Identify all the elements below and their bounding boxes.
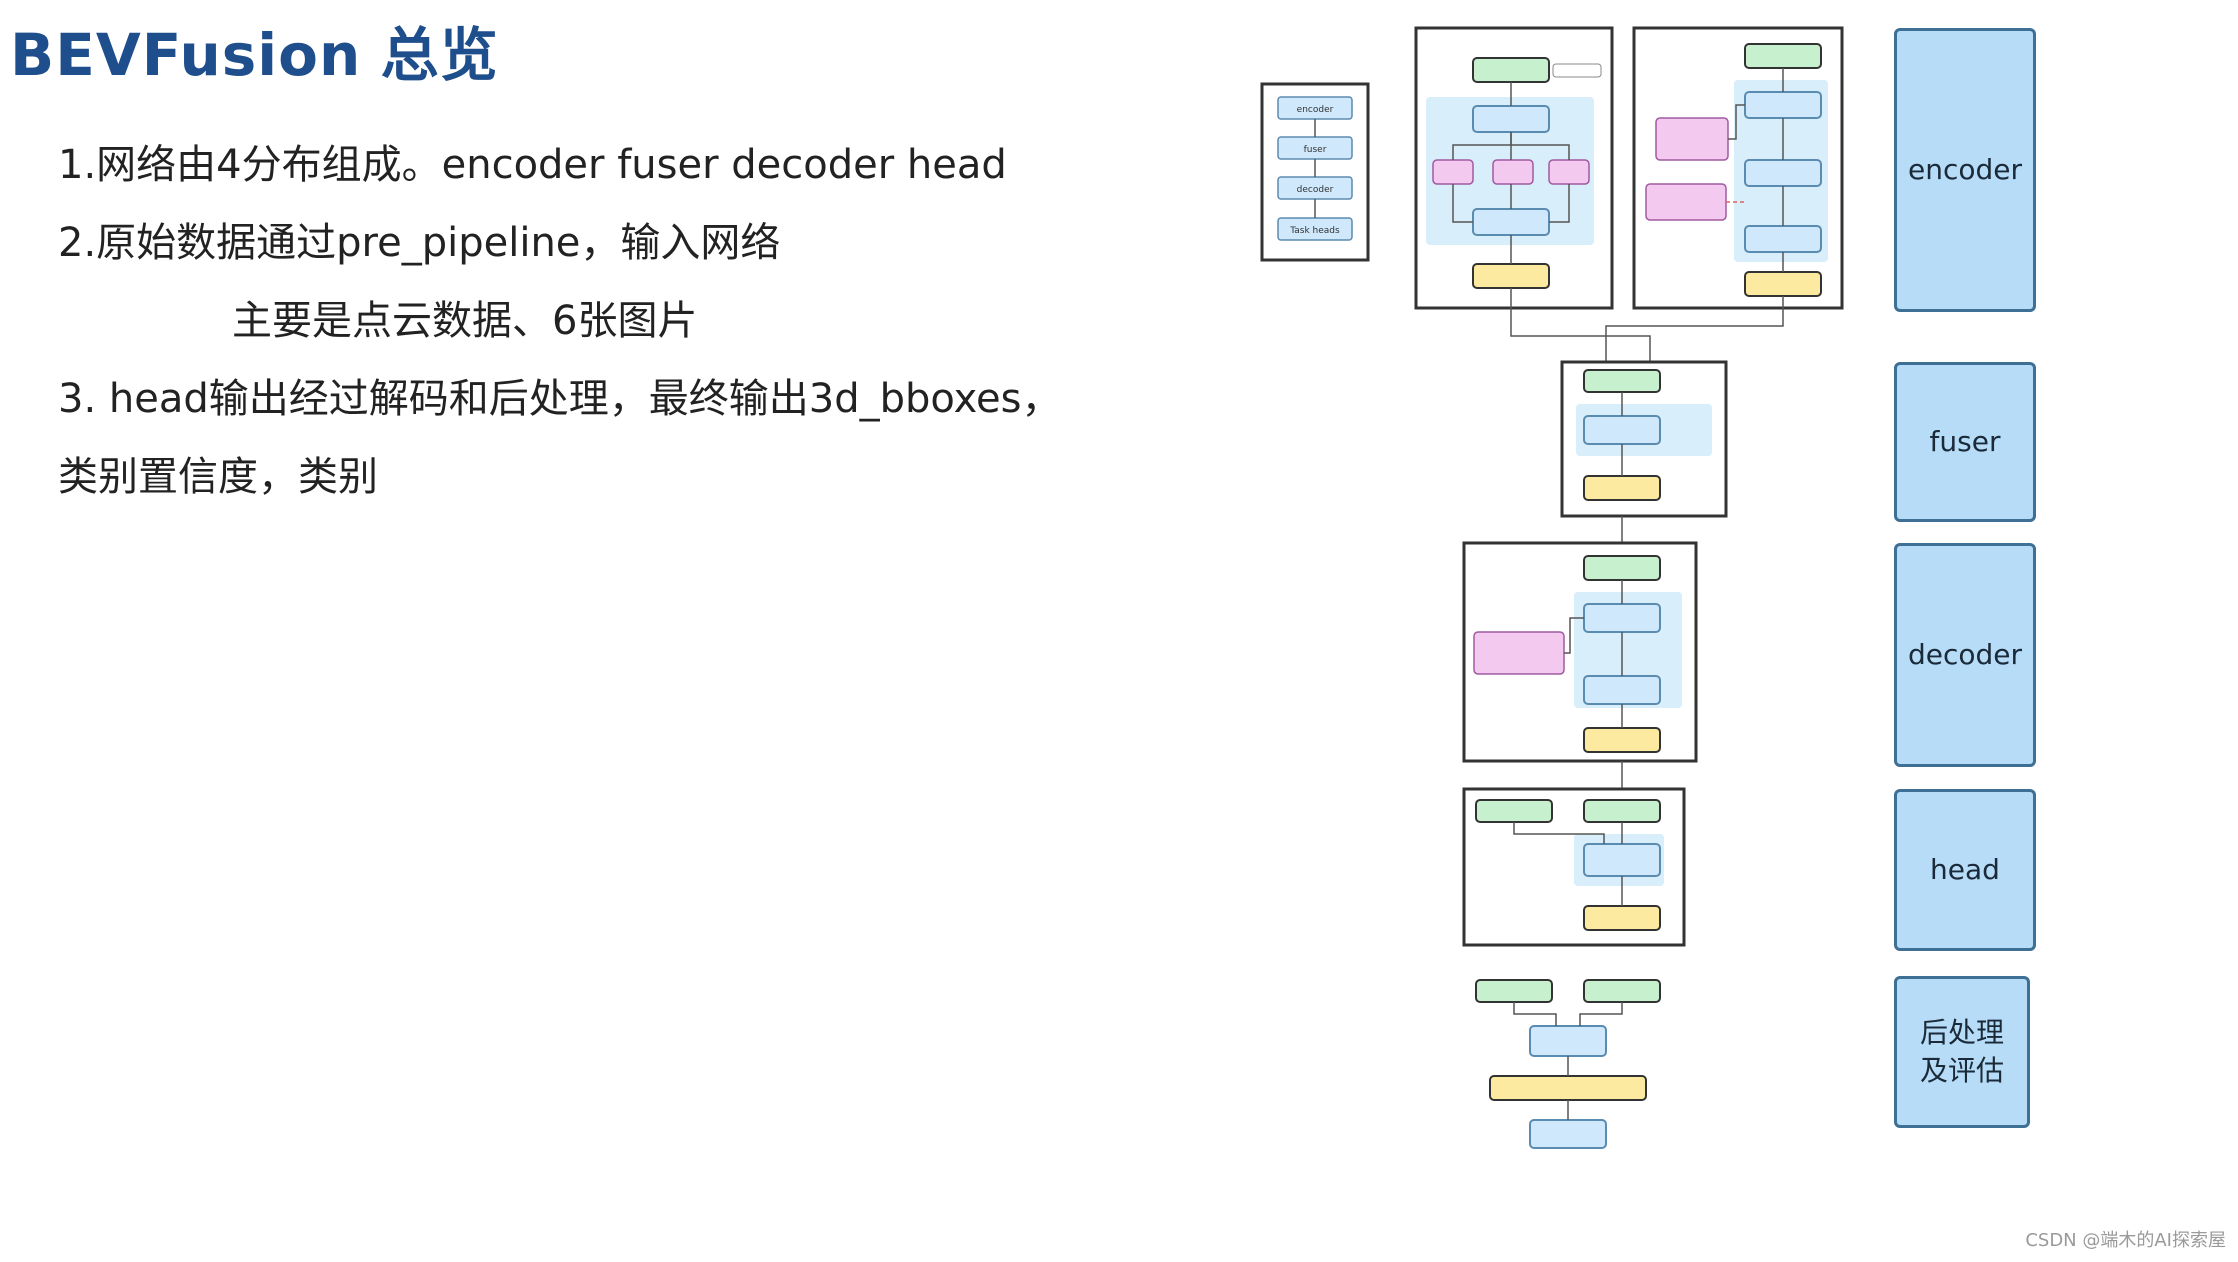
decoder-backbone-node bbox=[1583, 603, 1661, 633]
overview-decoder-label: decoder bbox=[1297, 185, 1334, 195]
decoder-box bbox=[1462, 541, 1698, 763]
decoder-input-node bbox=[1583, 555, 1661, 581]
fuser-box bbox=[1560, 360, 1728, 518]
fuser-input-node bbox=[1583, 369, 1661, 393]
head-box bbox=[1462, 787, 1686, 947]
bullet-line-3: 主要是点云数据、6张图片 bbox=[232, 298, 698, 344]
post-metas-node bbox=[1475, 979, 1553, 1003]
view-transform-node bbox=[1744, 225, 1822, 253]
camera-output-node bbox=[1744, 271, 1822, 297]
camera-input-node bbox=[1744, 43, 1822, 69]
side-label-decoder: decoder bbox=[1894, 543, 2036, 767]
camera-backbone-node bbox=[1744, 91, 1822, 119]
camera-neck-node bbox=[1744, 159, 1822, 187]
get-bboxes-node bbox=[1529, 1025, 1607, 1057]
side-label-head: head bbox=[1894, 789, 2036, 951]
bullet-line-4: 3. head输出经过解码和后处理，最终输出3d_bboxes， bbox=[58, 376, 1062, 422]
lidar-encoder-box bbox=[1414, 26, 1614, 310]
overview-stack-box: encoder fuser decoder Task heads bbox=[1260, 82, 1370, 262]
title-latin: BEVFusion bbox=[10, 21, 362, 89]
head-output-node bbox=[1583, 905, 1661, 931]
postprocess-flow bbox=[1475, 979, 1661, 1149]
decoder-neck-node bbox=[1583, 675, 1661, 705]
coords-node bbox=[1492, 159, 1534, 185]
side-label-fuser: fuser bbox=[1894, 362, 2036, 522]
footer-watermark: CSDN @端木的AI探索屋 bbox=[2025, 1230, 2226, 1251]
metas-input-node bbox=[1475, 799, 1553, 823]
convfuser-node bbox=[1583, 415, 1661, 445]
camera-feature-node-2 bbox=[1645, 183, 1727, 221]
page-title: BEVFusion 总览 bbox=[10, 8, 499, 92]
camera-to-fuser-line bbox=[1605, 296, 1784, 370]
head-input-node bbox=[1583, 799, 1661, 823]
voxelize-node bbox=[1472, 105, 1550, 133]
camera-encoder-box bbox=[1632, 26, 1844, 310]
lidar-to-fuser-line bbox=[1510, 288, 1651, 370]
camera-feature-node-1 bbox=[1655, 117, 1729, 161]
lidar-output-node bbox=[1472, 263, 1550, 289]
lidar-input-note bbox=[1552, 63, 1602, 78]
post-preds-node bbox=[1583, 979, 1661, 1003]
side-label-encoder: encoder bbox=[1894, 28, 2036, 312]
fuser-output-node bbox=[1583, 475, 1661, 501]
overview-task-heads-label: Task heads bbox=[1289, 226, 1340, 236]
lidar-backbone-node bbox=[1472, 208, 1550, 236]
bullet-line-2: 2.原始数据通过pre_pipeline，输入网络 bbox=[58, 220, 781, 266]
bullet-line-1: 1.网络由4分布组成。encoder fuser decoder head bbox=[58, 142, 1007, 188]
side-label-post: 后处理及评估 bbox=[1894, 976, 2030, 1128]
transfusion-head-node bbox=[1583, 843, 1661, 877]
lidar-input-node bbox=[1472, 57, 1550, 83]
bboxes-result-node bbox=[1489, 1075, 1647, 1101]
evaluate-node bbox=[1529, 1119, 1607, 1149]
overview-fuser-label: fuser bbox=[1304, 145, 1327, 155]
feats-node bbox=[1432, 159, 1474, 185]
bullet-line-5: 类别置信度，类别 bbox=[58, 454, 378, 500]
overview-encoder-label: encoder bbox=[1297, 105, 1334, 115]
sizes-node bbox=[1548, 159, 1590, 185]
title-cjk: 总览 bbox=[380, 21, 499, 89]
decoder-feature-node bbox=[1473, 631, 1565, 675]
decoder-output-node bbox=[1583, 727, 1661, 753]
